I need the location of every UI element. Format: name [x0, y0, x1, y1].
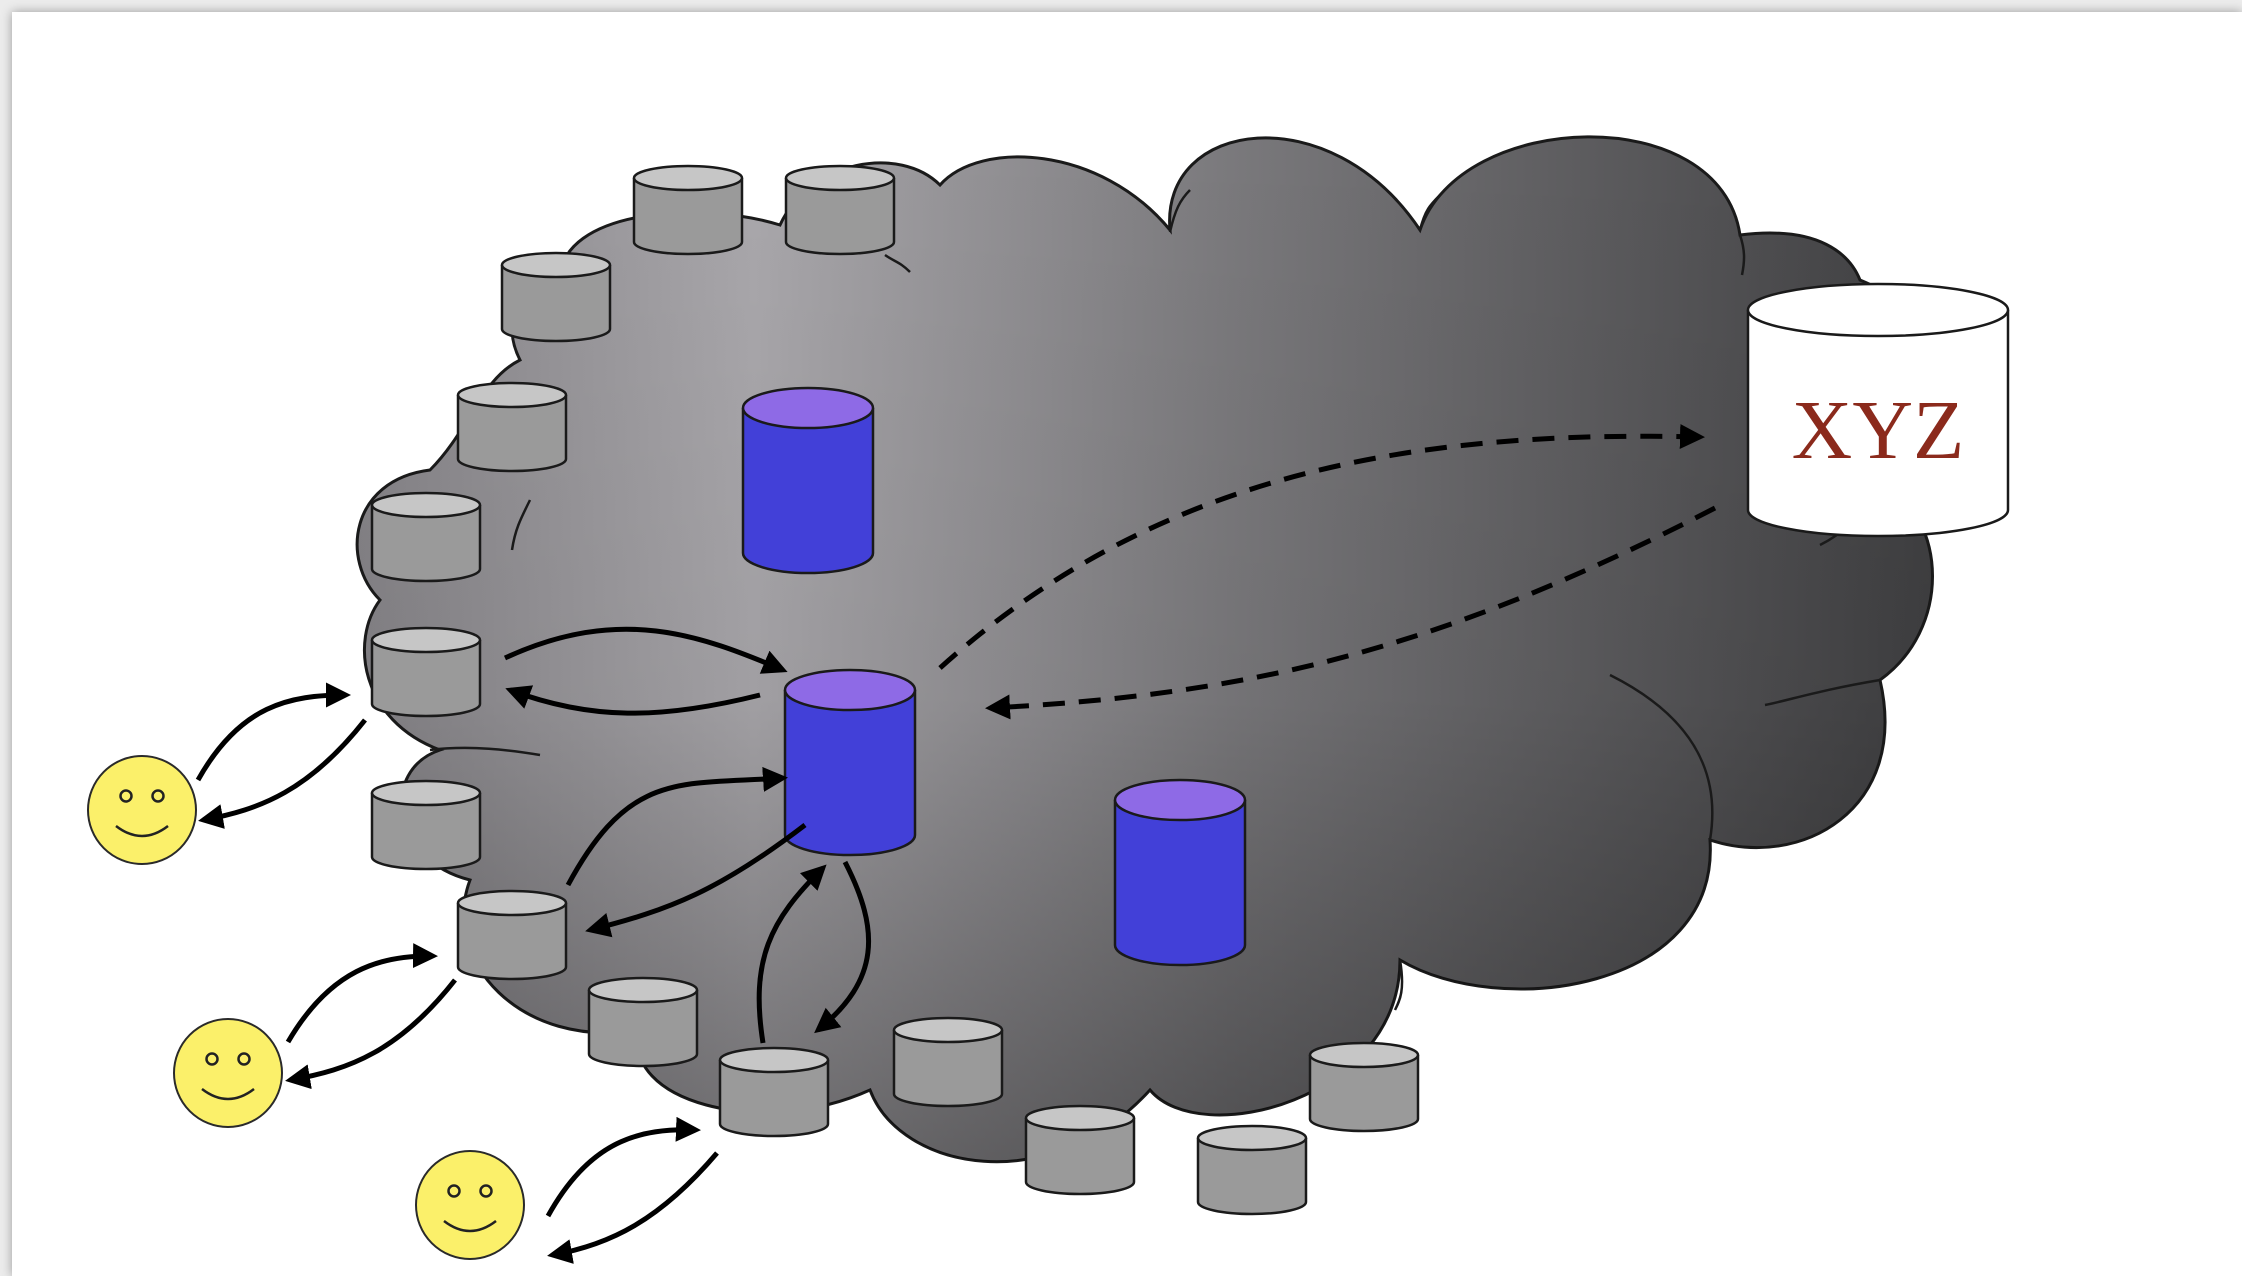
edge-node-8-top: [456, 889, 568, 917]
arrow-edge-to-user3: [547, 1151, 719, 1264]
edge-node-13-top: [1196, 1124, 1308, 1152]
edge-nodes: [370, 164, 1420, 1216]
user-1-icon: [87, 755, 197, 865]
edge-node-9: [587, 976, 699, 1068]
edge-node-6-top: [370, 626, 482, 654]
core-node-1: [741, 386, 875, 575]
edge-node-7: [370, 779, 482, 871]
xyz-label: XYZ: [1792, 384, 1965, 477]
arrow-user1-to-edge: [195, 682, 351, 782]
edge-node-14-body: [1308, 1055, 1420, 1133]
edge-node-1-body: [632, 178, 744, 256]
dashed-arrow-from-xyz: [985, 505, 1717, 720]
edge-node-7-top: [370, 779, 482, 807]
edge-node-9-top: [587, 976, 699, 1004]
edge-node-13: [1196, 1124, 1308, 1216]
edge-node-3-top: [500, 251, 612, 279]
user-eye: [119, 789, 133, 803]
edge-node-8-body: [456, 903, 568, 981]
edge-node-9-body: [587, 990, 699, 1068]
edge-node-4: [456, 381, 568, 473]
arrow-core-to-edge6: [585, 823, 807, 938]
user-face: [415, 1150, 525, 1260]
edge-node-2-body: [784, 178, 896, 256]
edge-node-4-top: [456, 381, 568, 409]
edge-node-6-body: [370, 640, 482, 718]
core-node-3: [1113, 778, 1247, 967]
user-3-icon: [415, 1150, 525, 1260]
edge-node-10-top: [718, 1046, 830, 1074]
core-node-2-body: [783, 690, 917, 857]
edge-node-1: [632, 164, 744, 256]
edge-node-2-top: [784, 164, 896, 192]
user-mouth: [201, 1088, 255, 1101]
xyz-node: XYZ: [1746, 282, 2010, 538]
arrow-user2-to-edge: [285, 943, 438, 1044]
user-eye: [205, 1052, 219, 1066]
user-face: [87, 755, 197, 865]
edge-node-5-top: [370, 491, 482, 519]
user-face: [173, 1018, 283, 1128]
user-mouth: [115, 825, 169, 838]
core-node-2: [783, 668, 917, 857]
edge-node-12-top: [1024, 1104, 1136, 1132]
arrows: [195, 424, 1717, 1264]
xyz-node-top: [1746, 282, 2010, 338]
core-node-1-top: [741, 386, 875, 430]
edge-node-12-body: [1024, 1118, 1136, 1196]
xyz-node-body: [1746, 310, 2010, 538]
edge-node-10: [718, 1046, 830, 1138]
edge-node-11-top: [892, 1016, 1004, 1044]
arrow-user3-to-edge: [545, 1116, 701, 1218]
edge-node-5-body: [370, 505, 482, 583]
edge-node-5: [370, 491, 482, 583]
edge-node-4-body: [456, 395, 568, 473]
core-node-3-top: [1113, 778, 1247, 822]
edge-node-11: [892, 1016, 1004, 1108]
arrow-core-to-edge4: [505, 685, 761, 716]
core-node-2-top: [783, 668, 917, 712]
edge-node-14: [1308, 1041, 1420, 1133]
edge-node-10-body: [718, 1060, 830, 1138]
core-node-1-body: [741, 408, 875, 575]
edge-node-12: [1024, 1104, 1136, 1196]
edge-node-13-body: [1196, 1138, 1308, 1216]
cloud-lobe-lines: [429, 189, 1882, 1011]
edge-node-2: [784, 164, 896, 256]
edge-node-14-top: [1308, 1041, 1420, 1069]
dashed-arrow-to-xyz: [938, 424, 1705, 670]
arrow-edge8-to-core: [756, 864, 827, 1044]
user-eye: [237, 1052, 251, 1066]
arrow-edge-to-user2: [285, 978, 457, 1090]
edge-node-7-body: [370, 793, 482, 871]
user-eye: [447, 1184, 461, 1198]
user-eye: [151, 789, 165, 803]
user-2-icon: [173, 1018, 283, 1128]
edge-node-11-body: [892, 1030, 1004, 1108]
edge-node-3-body: [500, 265, 612, 343]
arrow-edge6-to-core: [565, 766, 788, 887]
users: [87, 755, 525, 1260]
cloud: [355, 135, 1947, 1164]
user-eye: [479, 1184, 493, 1198]
arrow-core-to-edge8: [814, 860, 871, 1034]
core-node-3-body: [1113, 800, 1247, 967]
cloud-shading: [357, 136, 1945, 1162]
arrow-edge4-to-core: [503, 626, 788, 674]
edge-node-1-top: [632, 164, 744, 192]
core-nodes: [741, 386, 1247, 967]
edge-node-6: [370, 626, 482, 718]
edge-node-3: [500, 251, 612, 343]
user-mouth: [443, 1220, 497, 1233]
edge-node-8: [456, 889, 568, 981]
arrow-edge-to-user1: [198, 718, 367, 829]
